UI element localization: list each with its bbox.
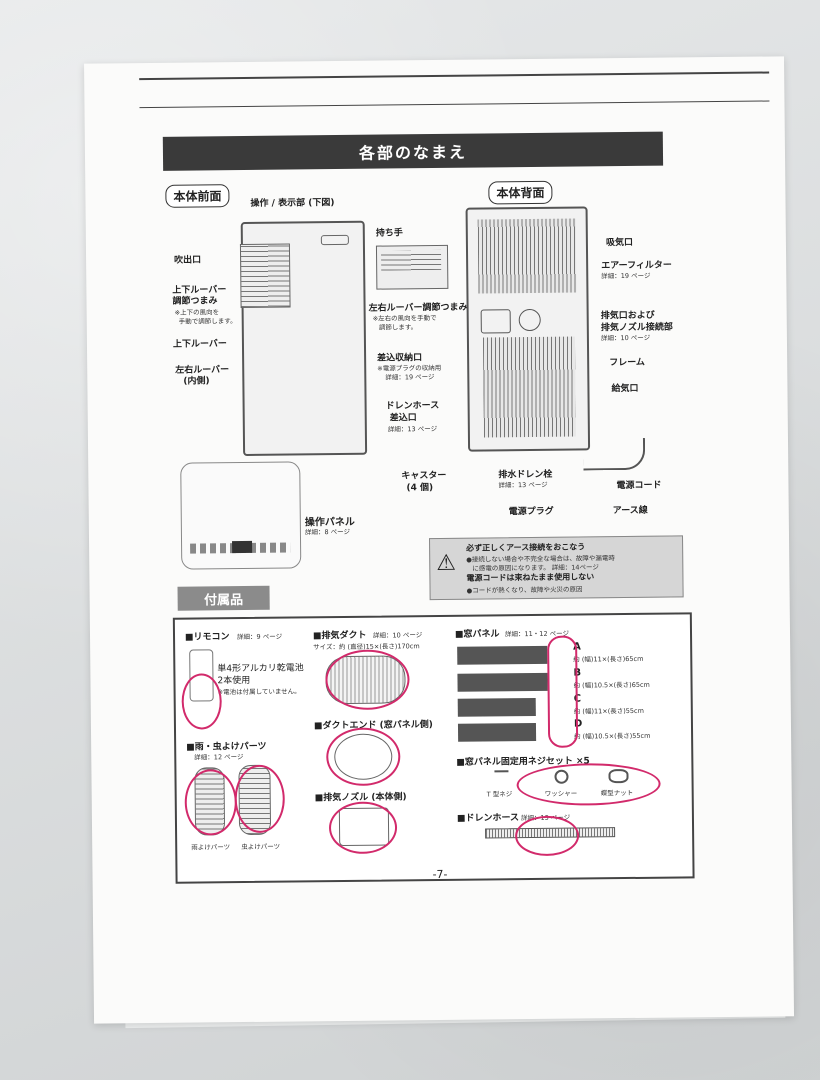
front-unit-illustration <box>239 220 368 457</box>
label-earth-wire: アース線 <box>612 505 648 517</box>
window-name: ■窓パネル <box>454 629 500 640</box>
label-supply: 給気口 <box>611 383 639 395</box>
pen-mark-remote <box>181 673 222 730</box>
warning-line-5: ●コードが熱くなり、故障や火災の原因 <box>466 585 583 595</box>
back-unit-illustration <box>465 206 591 452</box>
ref-exhaust: 詳細：10 ページ <box>600 333 651 343</box>
back-supply-grille <box>482 336 576 438</box>
window-panel-b <box>457 672 548 692</box>
drain-name: ■ドレンホース <box>456 813 520 824</box>
panel-c-size: 約 (幅)11×(長さ)55cm <box>573 706 644 716</box>
rain-caption: 雨よけパーツ <box>191 843 231 852</box>
label-frame: フレーム <box>609 357 645 369</box>
duct-name: ■排気ダクト <box>312 630 367 642</box>
ref-drain-plug: 詳細：13 ページ <box>498 480 548 490</box>
label-power-cord: 電源コード <box>616 480 662 492</box>
page-number: -7- <box>432 867 448 882</box>
label-caster-2: (4 個) <box>406 483 434 494</box>
accessories-box: ■リモコン 詳細：9 ページ 単4形アルカリ乾電池 2本使用 ※電池は付属してい… <box>172 612 695 884</box>
back-tag: 本体背面 <box>488 180 553 205</box>
page-title: 各部のなまえ <box>162 131 664 171</box>
pen-mark-duct <box>325 649 410 711</box>
label-drain-2: 差込口 <box>389 413 417 424</box>
remote-ref: 詳細：9 ページ <box>236 632 283 642</box>
panel-a-size: 約 (幅)11×(長さ)65cm <box>573 654 644 664</box>
front-tag: 本体前面 <box>165 184 230 208</box>
label-control-top: 操作 / 表示部 (下図) <box>250 198 335 209</box>
t-screw-icon <box>494 770 509 785</box>
note-updown-2: 手動で調節します。 <box>178 317 237 326</box>
rain-ref: 詳細：12 ページ <box>194 753 244 762</box>
back-intake-grille <box>477 218 577 294</box>
label-handle: 持ち手 <box>375 228 403 239</box>
window-panel-c <box>457 697 536 717</box>
control-display <box>232 540 253 554</box>
pen-mark-duct-end <box>325 727 401 787</box>
label-power-plug: 電源プラグ <box>508 506 554 518</box>
label-intake: 吸気口 <box>605 237 633 249</box>
lr-knob-vent <box>380 249 442 271</box>
warning-icon: ⚠ <box>436 550 457 577</box>
power-cord <box>582 437 646 471</box>
remote-note-3: ※電池は付属していません。 <box>217 687 301 697</box>
window-panel-a <box>457 645 548 665</box>
control-panel-illustration <box>180 461 302 570</box>
label-updown-knob-2: 調節つまみ <box>172 296 218 307</box>
duct-ref: 詳細：10 ページ <box>372 631 423 640</box>
remote-note-2: 2本使用 <box>217 675 251 687</box>
manual-page: 各部のなまえ 本体前面 操作 / 表示部 (下図) 持ち手 吹出口 上下ルーバー… <box>84 56 795 1024</box>
ref-control-panel: 詳細：8 ページ <box>304 527 351 537</box>
accessories-tag: 付属品 <box>177 585 270 611</box>
top-rule-thin <box>139 100 770 109</box>
remote-name: ■リモコン <box>184 632 230 643</box>
pen-mark-panels <box>547 635 579 748</box>
exhaust-port <box>518 308 541 332</box>
panel-d-size: 約 (幅)10.5×(長さ)55cm <box>574 731 651 741</box>
pen-mark-rain <box>184 769 238 836</box>
window-panel-d <box>457 722 537 742</box>
t-screw-caption: T 型ネジ <box>486 790 513 799</box>
pen-mark-nozzle <box>328 801 398 855</box>
note-lr-2: 調節します。 <box>378 323 418 332</box>
panel-b-size: 約 (幅)10.5×(長さ)65cm <box>573 680 650 690</box>
label-updown-louver: 上下ルーバー <box>172 339 227 350</box>
warning-box: ⚠ 必ず正しくアース接続をおこなう ●接続しない場合や不完全な場合は、故障や漏電… <box>429 535 684 601</box>
warning-line-4: 電源コードは束ねたまま使用しない <box>466 572 595 583</box>
lr-knob-detail <box>375 244 449 290</box>
front-outlet-louvers <box>239 243 291 309</box>
label-lr-louver-2: (内側) <box>183 376 210 387</box>
insect-caption: 虫よけパーツ <box>241 842 281 852</box>
top-rule <box>139 71 770 81</box>
note-plug-store-2: 詳細：19 ページ <box>385 373 435 382</box>
ref-filter: 詳細：19 ページ <box>601 271 651 281</box>
ref-drain: 詳細：13 ページ <box>387 424 438 434</box>
pen-mark-insect <box>234 764 286 834</box>
handle-slot <box>320 234 349 246</box>
plug-store-slot <box>480 309 511 334</box>
pen-mark-drain <box>514 815 580 857</box>
label-outlet: 吹出口 <box>174 255 202 266</box>
pen-mark-screws <box>516 762 661 807</box>
